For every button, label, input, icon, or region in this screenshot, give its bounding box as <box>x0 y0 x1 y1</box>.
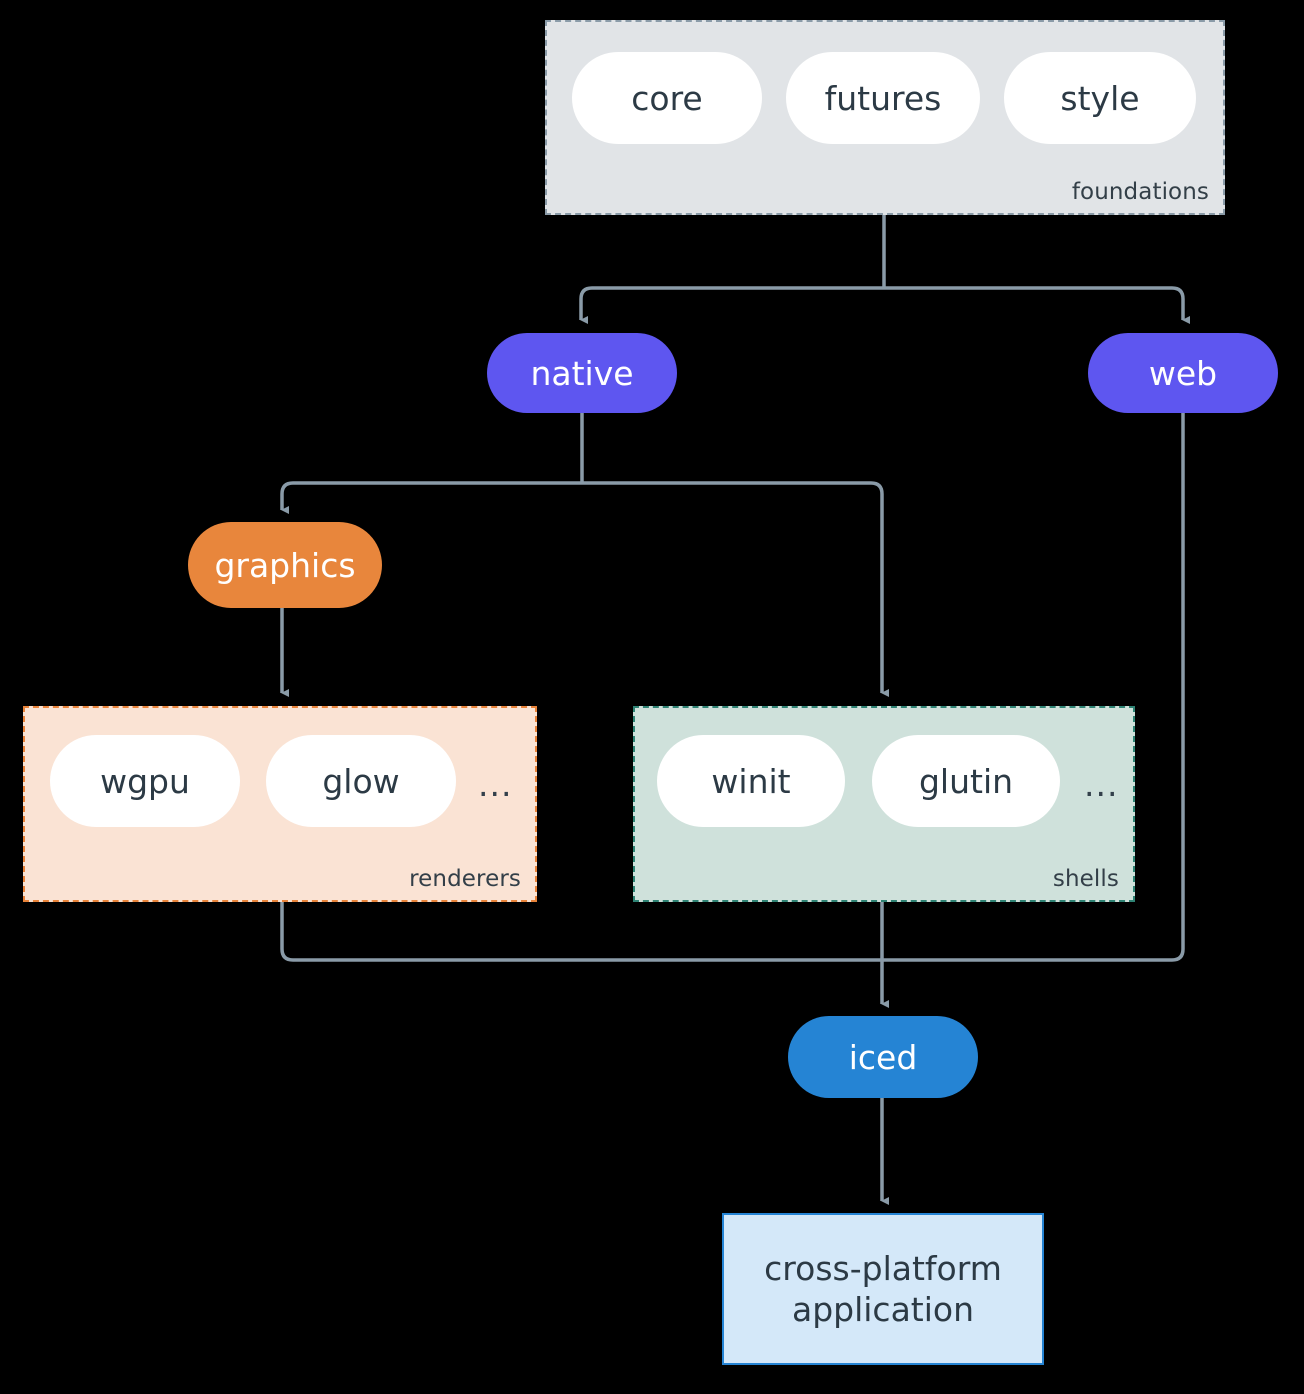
node-futures-label: futures <box>824 78 942 118</box>
node-graphics-label: graphics <box>214 545 356 585</box>
node-glutin-label: glutin <box>918 761 1014 801</box>
node-application-label-line1: cross-platform <box>764 1248 1002 1288</box>
renderers-ellipsis: ... <box>478 765 513 804</box>
edge-native-to-shells <box>582 481 889 697</box>
node-glow-label: glow <box>322 761 400 801</box>
node-web[interactable]: web <box>1088 333 1278 413</box>
node-web-label: web <box>1148 353 1218 393</box>
node-core[interactable]: core <box>572 52 762 144</box>
shells-ellipsis: ... <box>1084 765 1119 804</box>
edge-foundations-to-native <box>579 286 884 324</box>
node-winit[interactable]: winit <box>657 735 845 827</box>
node-application[interactable]: cross-platform application <box>722 1213 1044 1365</box>
node-core-label: core <box>631 78 703 118</box>
node-application-label-line2: application <box>791 1290 975 1329</box>
node-graphics[interactable]: graphics <box>188 522 382 608</box>
group-foundations-label: foundations <box>1071 179 1209 205</box>
edge-renderers-to-iced <box>280 902 882 962</box>
group-shells-label: shells <box>1052 866 1119 892</box>
node-iced[interactable]: iced <box>788 1016 978 1098</box>
node-wgpu-label: wgpu <box>100 761 190 801</box>
group-renderers-label: renderers <box>409 866 521 892</box>
node-native-label: native <box>530 353 634 393</box>
node-wgpu[interactable]: wgpu <box>50 735 240 827</box>
node-iced-label: iced <box>848 1037 918 1077</box>
node-style-label: style <box>1060 78 1140 118</box>
node-native[interactable]: native <box>487 333 677 413</box>
node-futures[interactable]: futures <box>786 52 980 144</box>
node-style[interactable]: style <box>1004 52 1196 144</box>
edge-native-to-graphics <box>280 481 582 514</box>
node-glutin[interactable]: glutin <box>872 735 1060 827</box>
node-glow[interactable]: glow <box>266 735 456 827</box>
edge-foundations-to-web <box>884 286 1190 324</box>
node-winit-label: winit <box>711 761 791 801</box>
